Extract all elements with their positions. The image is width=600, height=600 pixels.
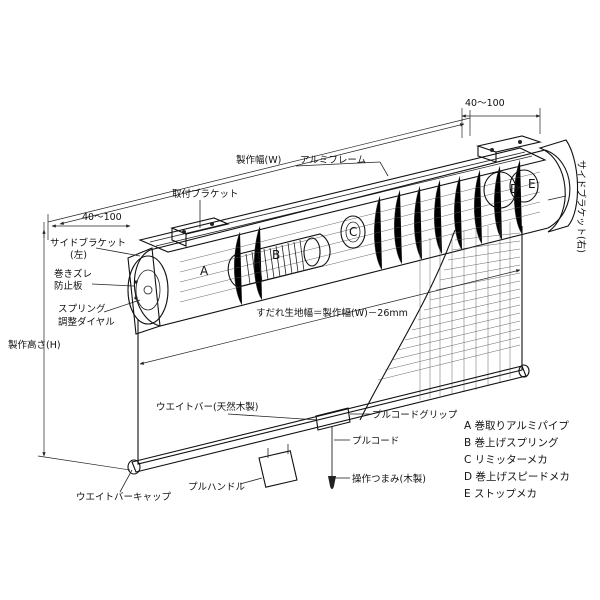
pull-cord-label: プルコード	[352, 436, 399, 447]
legend-item-c: C リミッターメカ	[464, 454, 548, 466]
mount-bracket-right	[475, 135, 543, 163]
left-depth-label: 40～100	[82, 212, 122, 223]
blind-width-dimension	[139, 269, 521, 365]
side-bracket-right-label: サイドブラケット(右)	[575, 160, 587, 253]
pull-cord-grip-label: プルコードグリップ	[372, 409, 458, 421]
leader-lines	[91, 161, 567, 493]
pull-cord-grip	[315, 407, 351, 431]
marker-d: D	[510, 182, 519, 196]
anti-skew-label-2: 防止板	[54, 280, 83, 292]
height-dimension	[37, 222, 131, 471]
legend-item-a: A 巻取りアルミパイプ	[464, 420, 569, 432]
anti-skew-label-1: 巻きズレ	[54, 268, 92, 280]
marker-e: E	[528, 177, 536, 191]
pull-cord	[328, 426, 336, 489]
frame-label: アルミフレーム	[300, 155, 366, 166]
marker-b: B	[272, 248, 280, 262]
top-depth-dimension	[461, 108, 541, 138]
pull-handle	[258, 444, 298, 488]
spring-dial-label-2: 調整ダイヤル	[58, 316, 115, 328]
legend-item-b: B 巻上げスプリング	[464, 436, 559, 449]
blind-width-label: すだれ生地幅＝製作幅(W)－26mm	[256, 307, 408, 319]
height-dim-label: 製作高さ(H)	[8, 339, 61, 351]
width-dim-label: 製作幅(W)	[236, 154, 281, 166]
speed-stop-cutaway	[483, 169, 539, 209]
knob-label: 操作つまみ(木製)	[352, 473, 426, 485]
marker-c: C	[349, 225, 357, 239]
marker-a: A	[200, 264, 209, 278]
pull-handle-label: プルハンドル	[188, 482, 246, 493]
mount-bracket-label: 取付ブラケット	[172, 188, 239, 200]
side-bracket-right	[538, 139, 579, 233]
legend-item-e: E ストップメカ	[464, 488, 537, 500]
side-bracket-left	[127, 247, 169, 335]
top-depth-label: 40～100	[465, 98, 505, 109]
parts-legend: A 巻取りアルミパイプ B 巻上げスプリング C リミッターメカ D 巻上げスピ…	[464, 420, 570, 500]
weight-bar	[127, 364, 530, 475]
weight-bar-cap-label: ウエイトバーキャップ	[76, 492, 172, 503]
weight-bar-label: ウエイトバー(天然木製)	[156, 401, 258, 413]
legend-item-d: D 巻上げスピードメカ	[464, 471, 570, 483]
spring-dial-label-1: スプリング	[58, 303, 106, 315]
limiter-cutaway	[340, 215, 366, 249]
side-bracket-left-label-1: サイドブラケット	[50, 237, 126, 249]
side-bracket-left-label-2: (左)	[70, 249, 87, 261]
